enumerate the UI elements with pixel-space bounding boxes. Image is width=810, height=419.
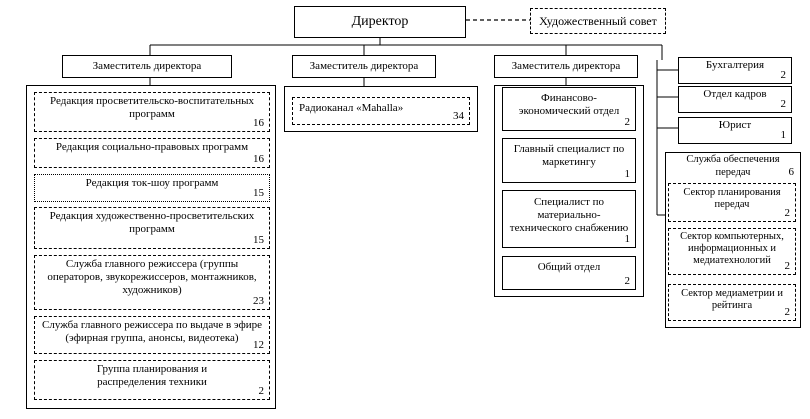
unit-box: Радиоканал «Mahalla» 34	[292, 97, 470, 125]
deputy-label: Заместитель директора	[309, 60, 419, 72]
unit-count: 1	[780, 129, 787, 141]
unit-name: Специалист по материально-технического с…	[509, 196, 629, 234]
unit-box: Редакция социально-правовых программ 16	[34, 138, 270, 168]
unit-count: 1	[624, 168, 631, 180]
unit-box: Главный специалист по маркетингу 1	[502, 138, 636, 183]
unit-name: Редакция художественно-просветительских …	[49, 210, 255, 235]
unit-count: 15	[253, 234, 264, 246]
deputy-box-3: Заместитель директора	[494, 55, 638, 78]
unit-name: Группа планирования и распределения техн…	[96, 363, 208, 388]
unit-box: Бухгалтерия 2	[678, 57, 792, 84]
unit-name: Редакция просветительско-воспитательных …	[50, 95, 254, 120]
art-council-box: Художественный совет	[530, 8, 666, 34]
unit-count: 2	[258, 385, 265, 397]
unit-count: 16	[253, 153, 264, 165]
unit-box: Редакция ток-шоу программ 15	[34, 174, 270, 202]
deputy-label: Заместитель директора	[511, 60, 621, 72]
unit-count: 12	[253, 339, 264, 351]
unit-box: Редакция художественно-просветительских …	[34, 207, 270, 249]
service-title: Служба обеспечения передач	[686, 154, 780, 178]
unit-box: Финансово-экономический отдел 2	[502, 87, 636, 131]
unit-count: 2	[780, 69, 787, 81]
sector-box: Сектор планирования передач 2	[668, 183, 796, 222]
sector-name: Сектор медиаметрии и рейтинга	[681, 288, 783, 311]
unit-name: Общий отдел	[537, 261, 601, 273]
unit-name: Редакция социально-правовых программ	[55, 141, 249, 153]
unit-name: Служба главного режиссера по выдаче в эф…	[42, 319, 262, 344]
director-label: Директор	[351, 14, 409, 29]
unit-box: Юрист 1	[678, 117, 792, 144]
sector-box: Сектор медиаметрии и рейтинга 2	[668, 284, 796, 321]
unit-count: 1	[624, 233, 631, 245]
unit-name: Финансово-экономический отдел	[518, 92, 620, 117]
sector-name: Сектор компьютерных, информационных и ме…	[680, 231, 784, 266]
unit-box: Отдел кадров 2	[678, 86, 792, 113]
deputy-box-1: Заместитель директора	[62, 55, 232, 78]
art-council-label: Художественный совет	[539, 13, 657, 28]
unit-box: Служба главного режиссера (группы операт…	[34, 255, 270, 310]
deputy-label: Заместитель директора	[92, 60, 202, 72]
unit-box: Специалист по материально-технического с…	[502, 190, 636, 248]
sector-count: 2	[784, 207, 791, 219]
unit-name: Отдел кадров	[703, 88, 767, 100]
unit-count: 16	[253, 117, 264, 129]
service-count: 6	[788, 166, 795, 178]
unit-count: 2	[780, 98, 787, 110]
unit-name: Юрист	[718, 119, 752, 131]
unit-box: Редакция просветительско-воспитательных …	[34, 92, 270, 132]
director-box: Директор	[294, 6, 466, 38]
unit-box: Общий отдел 2	[502, 256, 636, 290]
unit-count: 34	[453, 110, 464, 122]
unit-box: Служба главного режиссера по выдаче в эф…	[34, 316, 270, 354]
unit-count: 2	[624, 275, 631, 287]
deputy-box-2: Заместитель директора	[292, 55, 436, 78]
sector-count: 2	[784, 260, 791, 272]
sector-count: 2	[784, 306, 791, 318]
sector-name: Сектор планирования передач	[683, 187, 781, 210]
unit-box: Группа планирования и распределения техн…	[34, 360, 270, 400]
sector-box: Сектор компьютерных, информационных и ме…	[668, 228, 796, 275]
unit-name: Редакция ток-шоу программ	[85, 177, 219, 189]
unit-name: Бухгалтерия	[705, 59, 765, 71]
unit-count: 2	[624, 116, 631, 128]
unit-count: 15	[253, 187, 264, 199]
unit-name: Главный специалист по маркетингу	[513, 143, 625, 168]
unit-name: Радиоканал «Mahalla»	[299, 102, 404, 114]
unit-name: Служба главного режиссера (группы операт…	[47, 258, 257, 296]
unit-count: 23	[253, 295, 264, 307]
